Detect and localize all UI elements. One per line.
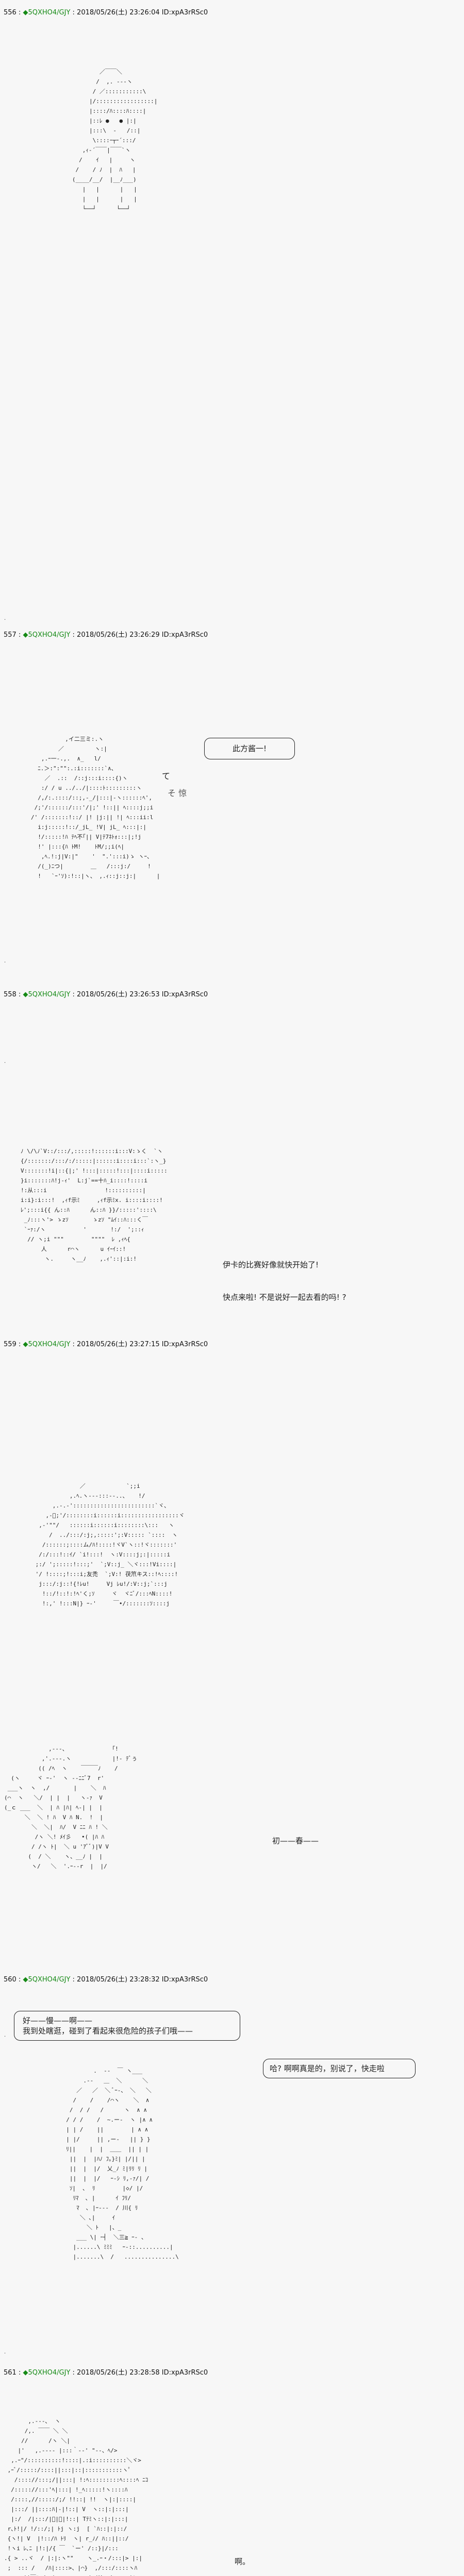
post-datetime-id: : 2018/05/26(土) 23:26:04 ID:xpA3rRSc0 [70,9,208,16]
dialogue-text: 啊。 [235,2557,251,2566]
tripcode[interactable]: 5QXHO4/GJY [28,9,71,16]
ascii-art-556: ／￣￣＼ / ,. -‐-ヽ / ／:::::::::::\ |/:::::::… [72,69,158,212]
sfx-text: て [162,771,171,781]
trip-diamond-icon: ◆ [23,631,28,639]
speech-bubble-left: 好——慢——啊—— 我到处瞎逛，碰到了看起来很危险的孩子们哦—— [14,2011,240,2041]
post-datetime-id: : 2018/05/26(土) 23:27:15 ID:xpA3rRSc0 [70,1341,208,1348]
ascii-art-558: ﾉ \/\ﾉ`V::/:::/,:::::!::::::i:::V:ゝく `ヽ … [21,1148,168,1262]
post-header-557: 557 : ◆5QXHO4/GJY : 2018/05/26(土) 23:26:… [4,631,208,639]
trip-diamond-icon: ◆ [23,1341,28,1348]
post-number: 558 [4,991,16,998]
separator-dot: . [4,958,6,964]
post-number: 561 [4,2369,16,2377]
post-datetime-id: : 2018/05/26(土) 23:28:32 ID:xpA3rRSc0 [70,1976,208,1984]
sfx-text: そ 惊 [168,788,187,798]
tripcode[interactable]: 5QXHO4/GJY [28,991,71,998]
dialogue-text: 伊卡的比赛好像就快开始了! [223,1260,319,1269]
separator-dot: . [4,1059,6,1064]
post-header-559: 559 : ◆5QXHO4/GJY : 2018/05/26(土) 23:27:… [4,1341,208,1348]
post-datetime-id: : 2018/05/26(土) 23:26:53 ID:xpA3rRSc0 [70,991,208,998]
tripcode[interactable]: 5QXHO4/GJY [28,631,71,639]
dialogue-text: 初——春—— [272,1836,319,1845]
post-number: 560 [4,1976,16,1984]
speech-bubble: 此方酱一! [204,738,295,759]
post-header-556: 556 : ◆5QXHO4/GJY : 2018/05/26(土) 23:26:… [4,9,208,16]
trip-diamond-icon: ◆ [23,2369,28,2377]
ascii-art-559a: ／ `;;i ,.ﾍ.ヽ-‐‐:::‐‐..、 !/ ,.-.‐':::::::… [35,1483,185,1607]
ascii-art-559b: ,-‐-、 ｢! ,'.---.ヽ |!‐ ﾃﾞぅ (( /ﾍ ヽ ￣￣￣ﾉ /… [4,1745,138,1870]
ascii-art-557: ,イ二三ミ:.ヽ ／ ヽ:| ,.ｰ一-.,. ∧_ l/ ﾆ.＞:":"":.… [31,736,160,879]
dialogue-text: 快点来啦! 不是说好一起去看的吗! ? [223,1293,346,1302]
trip-diamond-icon: ◆ [23,9,28,16]
post-number: 556 [4,9,16,16]
post-header-560: 560 : ◆5QXHO4/GJY : 2018/05/26(土) 23:28:… [4,1976,208,1984]
post-datetime-id: : 2018/05/26(土) 23:28:58 ID:xpA3rRSc0 [70,2369,208,2377]
trip-diamond-icon: ◆ [23,991,28,998]
separator-dot: . [4,2349,6,2355]
post-datetime-id: : 2018/05/26(土) 23:26:29 ID:xpA3rRSc0 [70,631,208,639]
separator-dot: . [4,616,6,621]
trip-diamond-icon: ◆ [23,1976,28,1984]
separator-dot: . [4,2032,6,2038]
speech-bubble-right: 哈? 啊啊真是的，别说了，快走啦 [263,2059,416,2078]
tripcode[interactable]: 5QXHO4/GJY [28,1341,71,1348]
post-header-561: 561 : ◆5QXHO4/GJY : 2018/05/26(土) 23:28:… [4,2369,208,2377]
tripcode[interactable]: 5QXHO4/GJY [28,1976,71,1984]
tripcode[interactable]: 5QXHO4/GJY [28,2369,71,2377]
ascii-art-560: . -‐ ￣ ヽ___ .-‐ ＿ ＼ ＼ ／ ／ ＼ ﾞｰ-、 ＼ ＼ / /… [66,2067,179,2260]
post-header-558: 558 : ◆5QXHO4/GJY : 2018/05/26(土) 23:26:… [4,991,208,998]
post-number: 559 [4,1341,16,1348]
post-number: 557 [4,631,16,639]
ascii-art-561: ,.‐‐-､ ヽ /,. ￣￣ ＼ ＼ // /ヽ ＼| |' ,.-‐‐‐ |… [4,2418,148,2576]
